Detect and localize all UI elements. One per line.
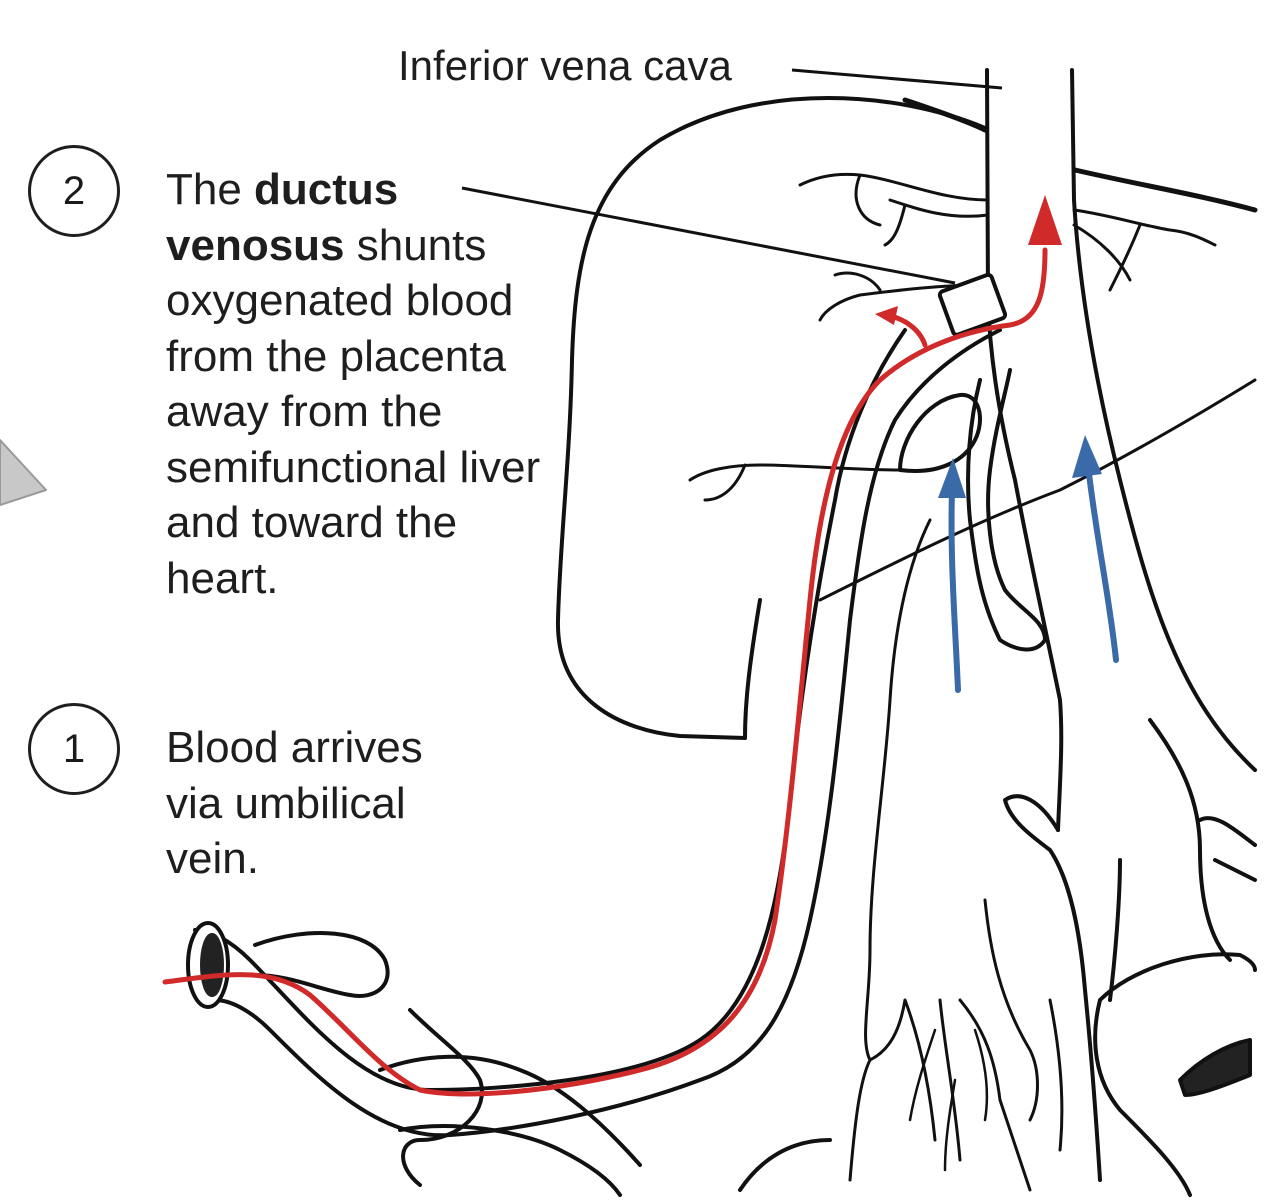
ivc-bottom-right xyxy=(1108,858,1122,1002)
diaphragm-right xyxy=(1072,167,1258,213)
ivc-branch-right xyxy=(1148,718,1232,962)
umbilical-artery-2 xyxy=(401,1008,484,1187)
hepatic-vein-left-low xyxy=(688,463,902,502)
hepatic-vein-left-top xyxy=(798,172,990,227)
hepatic-vein-right-top xyxy=(1072,208,1217,292)
umbilical-artery-1 xyxy=(253,931,390,998)
umbilical-artery-4 xyxy=(398,1124,622,1197)
iliac-branches-right xyxy=(983,898,1064,1152)
liver-border-line xyxy=(818,378,1257,602)
ductus-venosus-box xyxy=(937,272,1008,337)
umbilical-artery-3 xyxy=(378,1054,642,1167)
hepatic-vein-left-top-2 xyxy=(883,198,990,247)
step-1-description: Blood arrives via umbilical vein. xyxy=(166,723,423,883)
ivc-bottom-left xyxy=(1083,988,1102,1182)
right-wall-line xyxy=(1198,816,1257,847)
liver-outline xyxy=(555,96,987,740)
deoxygenated-arrowhead-ivc xyxy=(1072,435,1102,478)
portal-vein-left xyxy=(966,368,1047,652)
oxygenated-arrowhead xyxy=(1028,195,1062,245)
step-2-text-pre: The xyxy=(166,165,255,214)
step-2-text-post: shunts oxygenated blood from the placent… xyxy=(166,220,541,603)
ductus-venosus-term: ductus venosus xyxy=(166,165,399,270)
lower-curve xyxy=(738,1138,832,1192)
umbilical-vein-outer-right xyxy=(213,328,1002,1138)
diaphragm-left xyxy=(902,97,988,133)
portal-loop-outer xyxy=(898,392,982,473)
ductus-leader-line xyxy=(461,186,956,285)
oxygenated-blood-path xyxy=(162,247,1048,1097)
right-organ-inner xyxy=(1178,1038,1252,1097)
right-wall-line-2 xyxy=(1213,858,1257,882)
right-organ-outline xyxy=(1093,952,1257,1197)
deoxygenated-arrowhead-portal xyxy=(938,458,966,498)
liver-lobe-line xyxy=(743,598,762,740)
deoxygenated-arrow-ivc xyxy=(1085,462,1119,663)
deoxygenated-arrow-portal xyxy=(948,487,961,693)
umbilical-vein-outer-left xyxy=(193,328,907,1092)
oxygenated-small-arrowhead xyxy=(875,306,898,325)
umbilical-vein-lumen xyxy=(200,933,224,997)
ivc-branch-lower xyxy=(1003,794,1087,992)
step-2-number: 2 xyxy=(28,145,120,237)
hepatic-vein-right-top-2 xyxy=(1072,223,1132,282)
ivc-left-wall xyxy=(985,68,1064,832)
previous-panel-arrow xyxy=(0,439,47,506)
ivc-right-wall xyxy=(1070,68,1257,772)
iliac-small-branches xyxy=(908,1028,989,1172)
step-1-number: 1 xyxy=(28,703,120,795)
step-2-description: The ductus venosus shunts oxygenated blo… xyxy=(166,162,546,606)
ivc-label: Inferior vena cava xyxy=(398,42,732,89)
iliac-branches-left xyxy=(848,518,1032,1192)
ivc-leader-line xyxy=(791,68,1003,90)
